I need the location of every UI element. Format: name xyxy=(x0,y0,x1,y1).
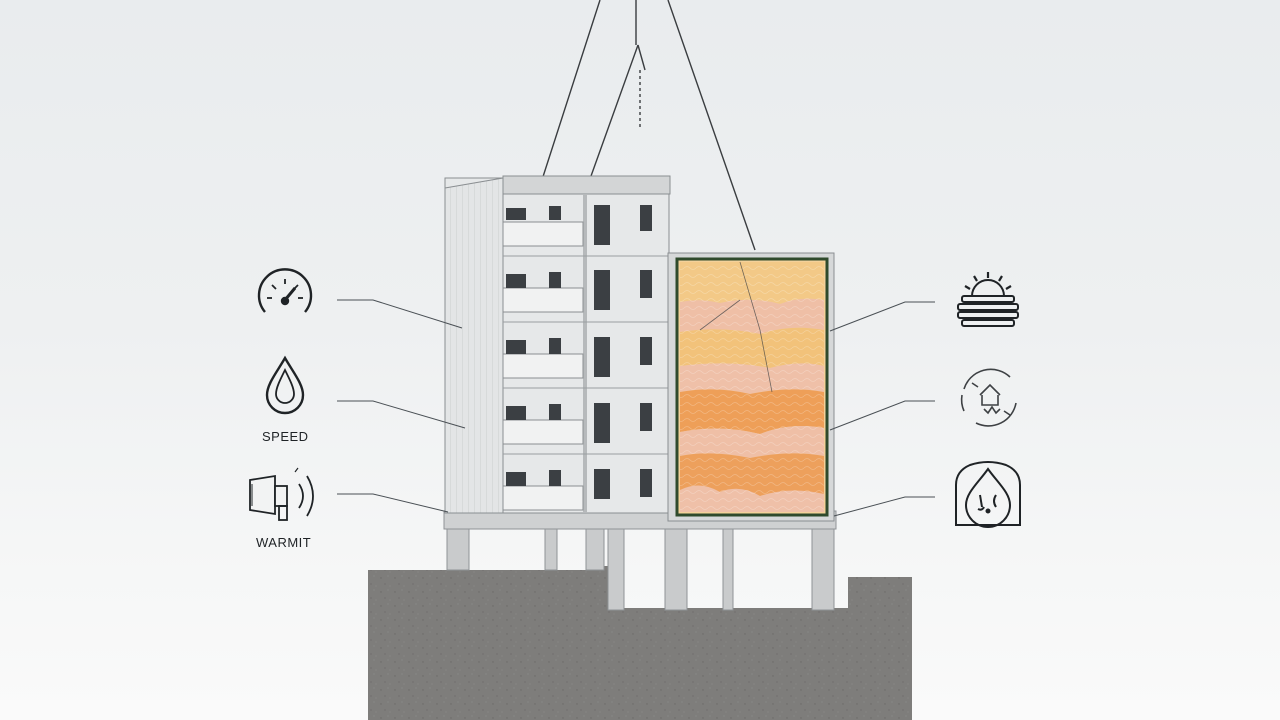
eco-cycle-icon xyxy=(960,368,1017,427)
modular-tower xyxy=(444,175,671,514)
tower-windows xyxy=(506,205,652,499)
concrete-foundation xyxy=(368,566,912,720)
speedometer-icon xyxy=(257,268,313,313)
water-drop-icon xyxy=(265,355,305,415)
moisture-shield-icon xyxy=(955,461,1021,528)
balcony-floors xyxy=(502,221,584,511)
support-pillars xyxy=(446,524,835,611)
sunrise-heat-icon xyxy=(957,272,1019,327)
callout-lines xyxy=(337,299,935,517)
speed-label: SPEED xyxy=(262,429,309,444)
acoustic-speaker-icon xyxy=(249,467,314,521)
warmit-label: WARMIT xyxy=(256,535,312,550)
insulated-module-cutaway xyxy=(667,252,835,522)
